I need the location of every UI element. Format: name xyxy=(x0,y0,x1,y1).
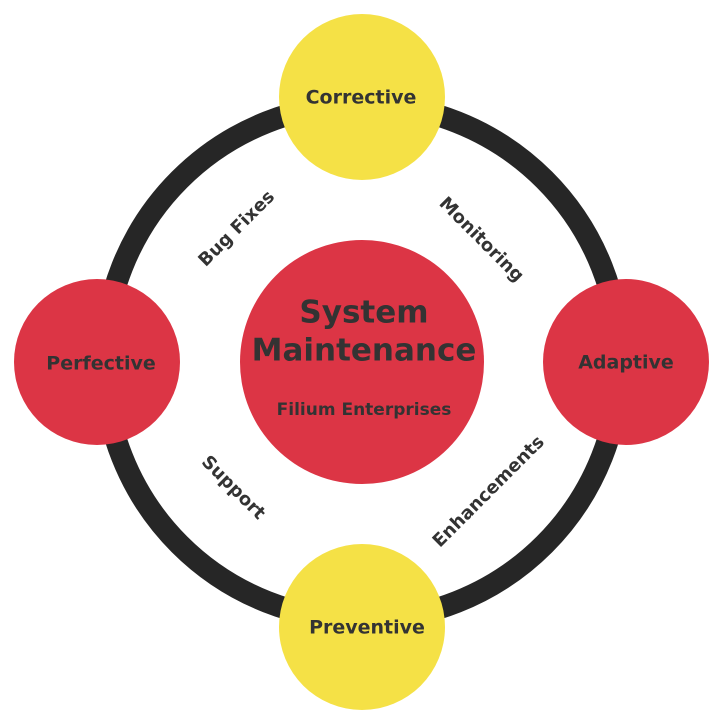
node-label: Perfective xyxy=(46,353,155,375)
node-preventive: Preventive xyxy=(279,544,445,710)
node-perfective: Perfective xyxy=(14,279,180,445)
node-adaptive: Adaptive xyxy=(543,279,709,445)
node-label: Adaptive xyxy=(578,352,674,374)
arc-label-bug-fixes: Bug Fixes xyxy=(194,186,279,271)
center-title-line2: Maintenance xyxy=(252,333,477,369)
arc-label-monitoring: Monitoring xyxy=(435,193,528,286)
node-corrective: Corrective xyxy=(279,14,445,180)
center-title-line1: System xyxy=(299,295,428,331)
arc-label-support: Support xyxy=(197,451,270,524)
center-node: System Maintenance Filium Enterprises xyxy=(240,240,484,484)
node-label: Corrective xyxy=(306,87,417,109)
center-subtitle: Filium Enterprises xyxy=(277,400,452,420)
node-label: Preventive xyxy=(309,617,425,639)
